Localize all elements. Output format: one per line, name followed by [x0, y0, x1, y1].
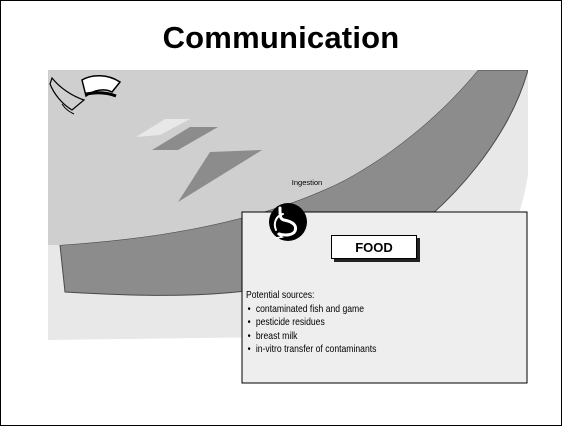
slide-title: Communication [162, 20, 400, 55]
sources-list: •contaminated fish and game •pesticide r… [246, 303, 466, 357]
list-item: •breast milk [247, 329, 298, 342]
list-item: •contaminated fish and game [247, 302, 365, 315]
ingestion-stomach-icon [269, 203, 307, 241]
source-text: contaminated fish and game [255, 302, 365, 315]
sources-heading: Potential sources: [246, 289, 315, 301]
source-text: pesticide residues [255, 316, 325, 328]
ingestion-label: Ingestion [291, 178, 323, 187]
person-head-icon [49, 75, 122, 115]
list-item: •pesticide residues [247, 316, 325, 328]
potential-sources-block: Potential sources: •contaminated fish an… [246, 289, 466, 357]
food-label: FOOD [355, 239, 393, 255]
list-item: •in-vitro transfer of contaminants [247, 343, 377, 355]
source-text: in-vitro transfer of contaminants [255, 343, 377, 355]
source-text: breast milk [255, 329, 298, 342]
pathway-arrow-lower [178, 150, 262, 202]
food-label-box: FOOD [331, 235, 417, 259]
pathway-arrow-upper [136, 119, 190, 137]
pathway-arrow-middle [152, 127, 218, 150]
inner-compartment-disc [48, 70, 478, 245]
